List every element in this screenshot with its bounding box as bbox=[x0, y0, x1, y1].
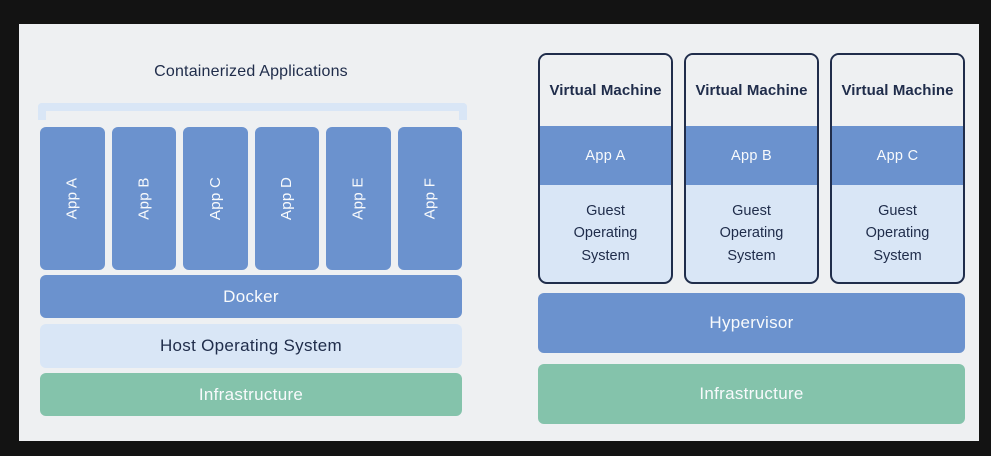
vm-app-band: App A bbox=[540, 126, 671, 185]
infrastructure-layer-right: Infrastructure bbox=[538, 364, 965, 424]
container-app-box: App E bbox=[326, 127, 391, 270]
container-app-box: App D bbox=[254, 127, 319, 270]
infrastructure-layer-left: Infrastructure bbox=[40, 373, 462, 416]
guest-os-label: Guest Operating System bbox=[865, 202, 930, 264]
container-app-label: App F bbox=[421, 177, 439, 220]
guest-os-label: Guest Operating System bbox=[719, 202, 784, 264]
containers-title: Containerized Applications bbox=[154, 63, 348, 80]
container-app-label: App A bbox=[63, 177, 81, 220]
host-os-layer: Host Operating System bbox=[40, 324, 462, 368]
guest-os-label: Guest Operating System bbox=[573, 202, 638, 264]
vm-title: Virtual Machine bbox=[686, 55, 817, 126]
guest-os-section: Guest Operating System bbox=[832, 185, 963, 282]
vm-card: Virtual Machine App B Guest Operating Sy… bbox=[684, 53, 819, 284]
container-app-label: App D bbox=[278, 176, 296, 221]
container-app-box: App C bbox=[183, 127, 248, 270]
container-app-box: App B bbox=[111, 127, 176, 270]
container-app-box: App F bbox=[397, 127, 462, 270]
container-app-label: App C bbox=[206, 176, 224, 221]
container-app-box: App A bbox=[40, 127, 105, 270]
guest-os-section: Guest Operating System bbox=[540, 185, 671, 282]
vm-title: Virtual Machine bbox=[832, 55, 963, 126]
vm-title: Virtual Machine bbox=[540, 55, 671, 126]
container-app-label: App E bbox=[349, 177, 367, 220]
hypervisor-layer: Hypervisor bbox=[538, 293, 965, 353]
container-app-label: App B bbox=[135, 177, 153, 220]
guest-os-section: Guest Operating System bbox=[686, 185, 817, 282]
vm-app-band: App C bbox=[832, 126, 963, 185]
vm-cards-row: Virtual Machine App A Guest Operating Sy… bbox=[538, 53, 965, 284]
vm-card: Virtual Machine App A Guest Operating Sy… bbox=[538, 53, 673, 284]
containers-vs-vms-panel: Containerized Applications App A App B A… bbox=[19, 24, 979, 441]
containers-bracket bbox=[38, 103, 467, 120]
vm-card: Virtual Machine App C Guest Operating Sy… bbox=[830, 53, 965, 284]
container-apps-row: App A App B App C App D App E App F bbox=[40, 127, 462, 270]
docker-layer: Docker bbox=[40, 275, 462, 318]
vm-app-band: App B bbox=[686, 126, 817, 185]
